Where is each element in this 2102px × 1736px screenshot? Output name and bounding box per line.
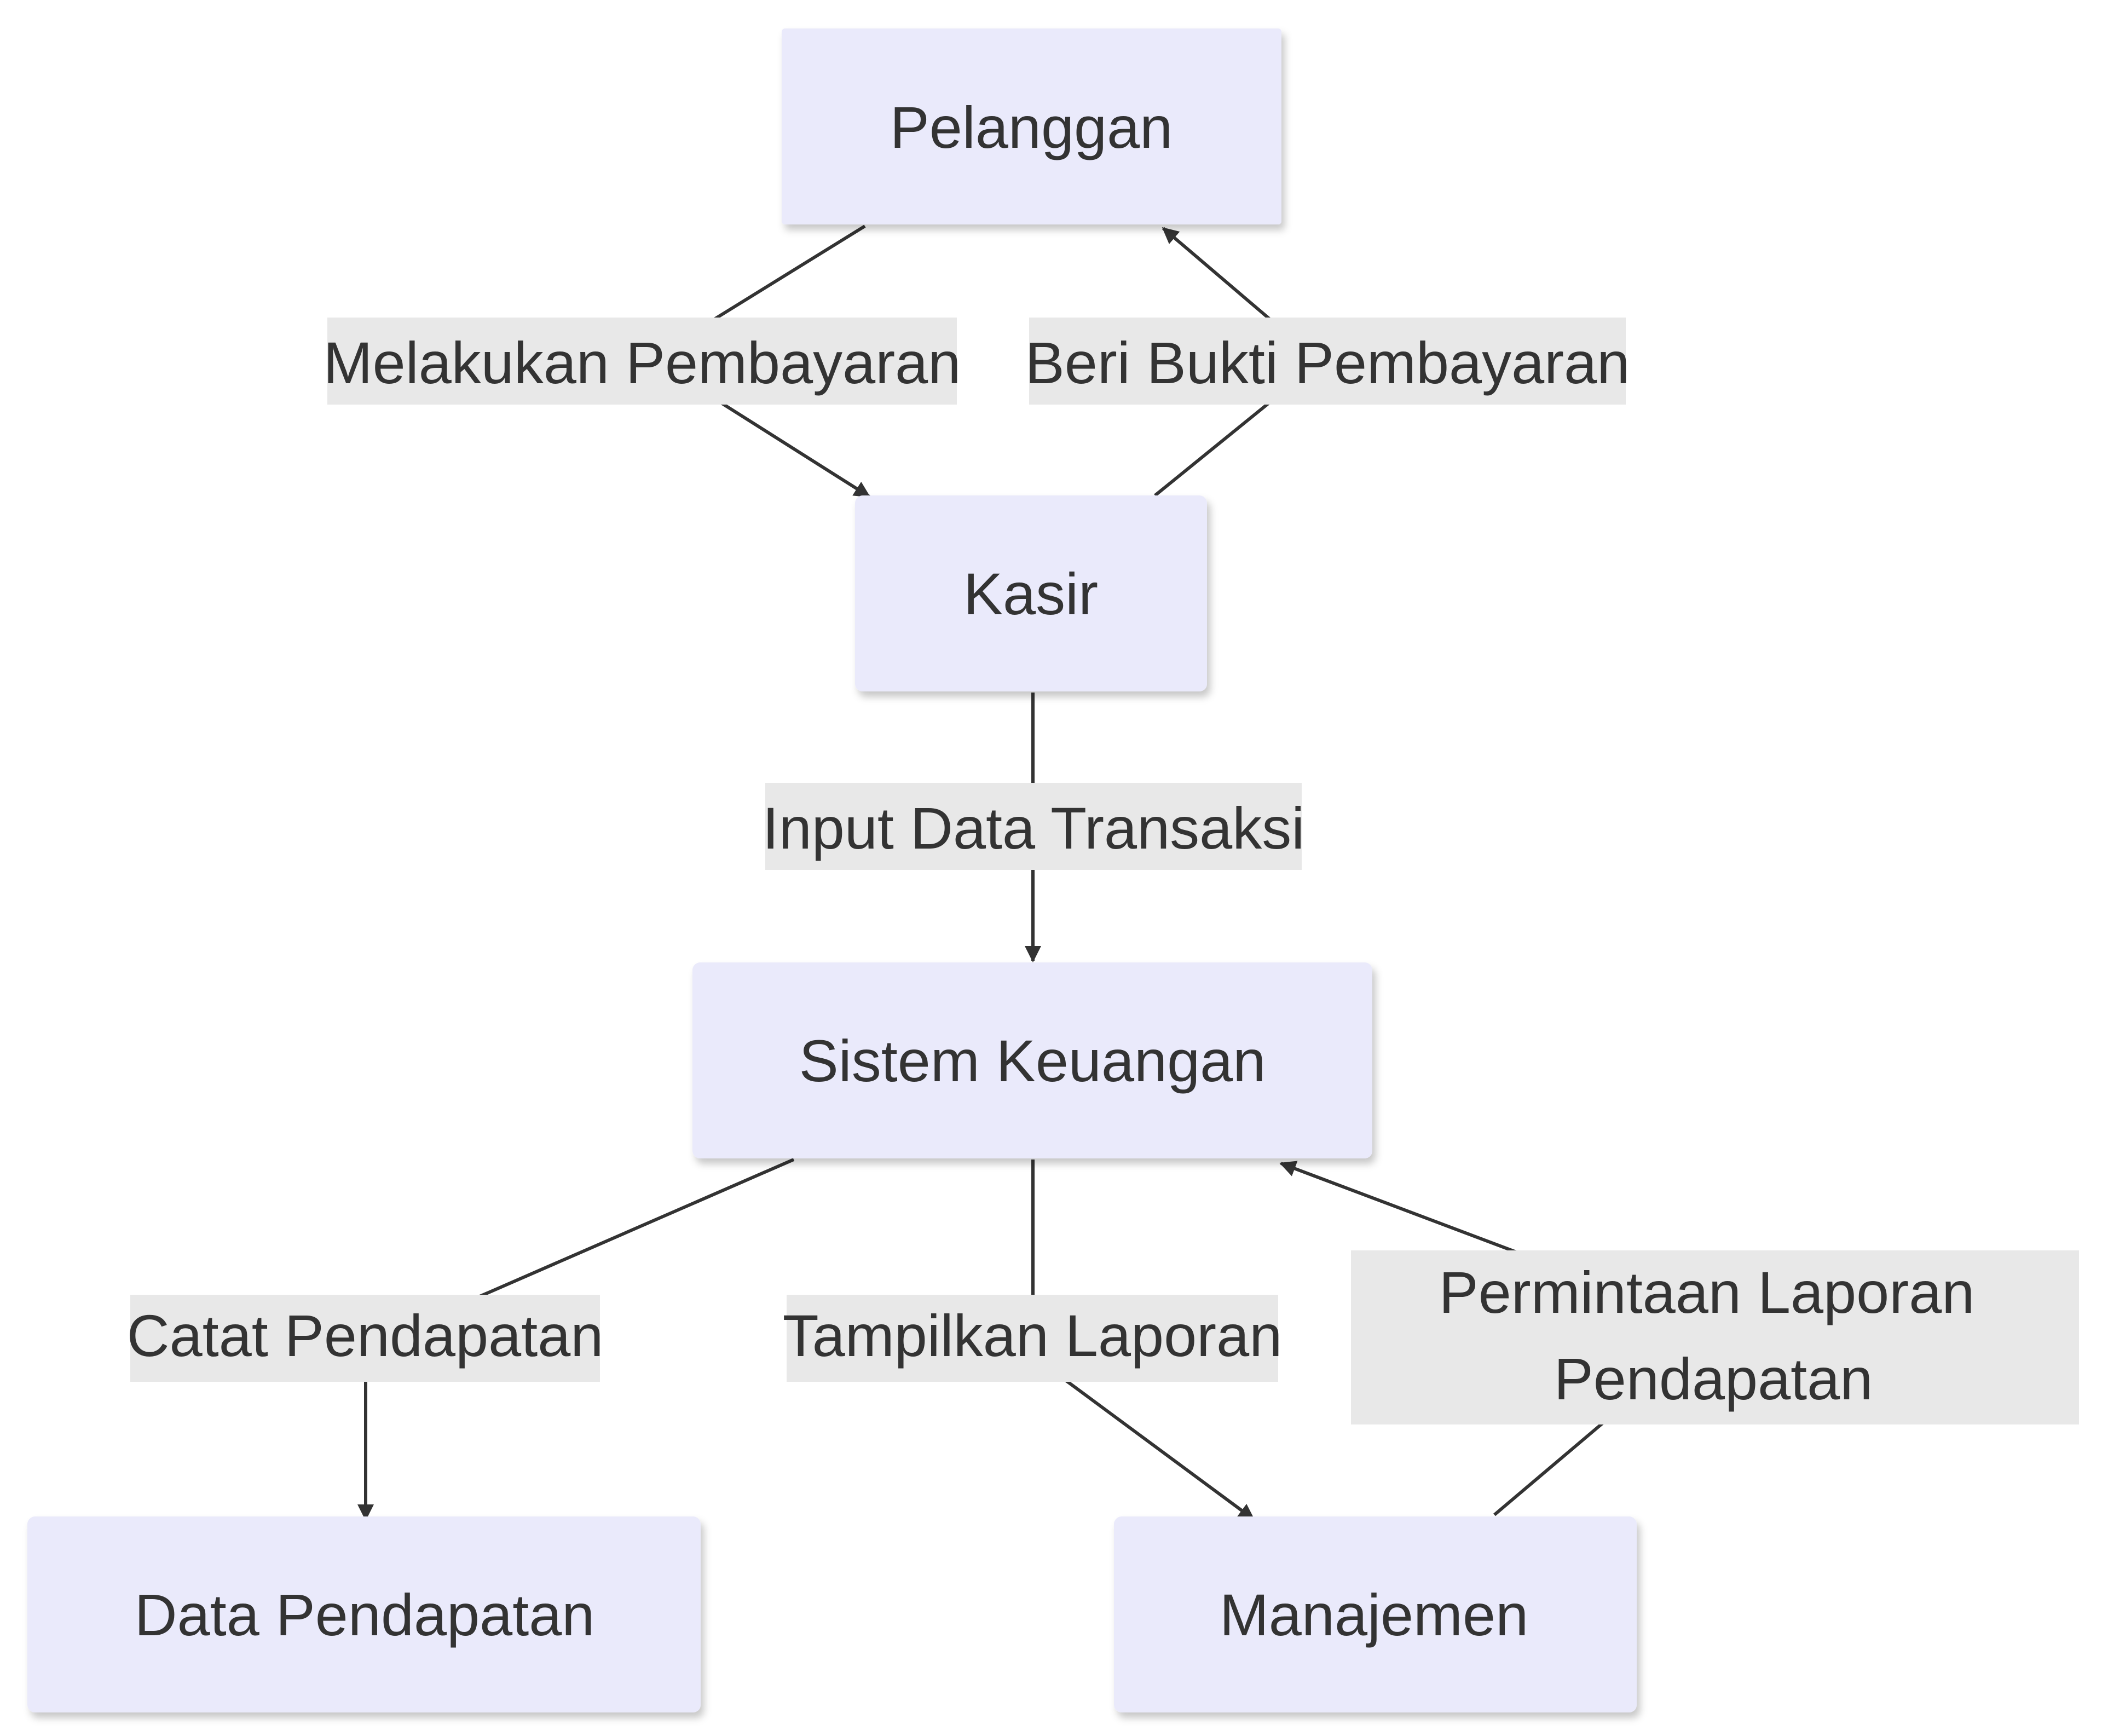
edge-label-background (1351, 1250, 2079, 1424)
node-manajemen: Manajemen (1114, 1516, 1637, 1712)
node-data-pendapatan: Data Pendapatan (27, 1516, 701, 1712)
edge-label-text: Melakukan Pembayaran (324, 330, 961, 396)
edge-label-tampilkan-laporan: Tampilkan Laporan (783, 1295, 1283, 1382)
edge-label-text: Tampilkan Laporan (783, 1302, 1283, 1369)
edge-label-text: Beri Bukti Pembayaran (1025, 330, 1630, 396)
node-label-kasir: Kasir (963, 561, 1098, 627)
edge-label-permintaan-laporan-pendapatan: Permintaan Laporan Pendapatan (1351, 1250, 2079, 1424)
node-label-manajemen: Manajemen (1220, 1582, 1528, 1648)
edge-label-catat-pendapatan: Catat Pendapatan (127, 1295, 604, 1382)
edge-label-input-data-transaksi: Input Data Transaksi (763, 783, 1305, 870)
edge-label-beri-bukti-pembayaran: Beri Bukti Pembayaran (1025, 318, 1630, 405)
node-sistem-keuangan: Sistem Keuangan (692, 962, 1372, 1158)
edge-label-text: Input Data Transaksi (763, 795, 1305, 861)
node-pelanggan: Pelanggan (782, 28, 1281, 224)
edge-label-background (765, 783, 1302, 870)
node-label-data-pendapatan: Data Pendapatan (135, 1582, 595, 1648)
edge-label-text-line1: Permintaan Laporan (1439, 1259, 1975, 1325)
edge-label-text-line2: Pendapatan (1554, 1346, 1873, 1412)
edge-label-melakukan-pembayaran: Melakukan Pembayaran (324, 318, 961, 405)
node-label-sistem-keuangan: Sistem Keuangan (799, 1028, 1266, 1094)
edge-label-background (787, 1295, 1278, 1382)
node-label-pelanggan: Pelanggan (890, 94, 1173, 160)
node-kasir: Kasir (855, 495, 1207, 691)
edge-label-background (130, 1295, 600, 1382)
edge-label-background (327, 318, 957, 405)
edge-label-text: Catat Pendapatan (127, 1302, 604, 1369)
edge-label-background (1029, 318, 1626, 405)
